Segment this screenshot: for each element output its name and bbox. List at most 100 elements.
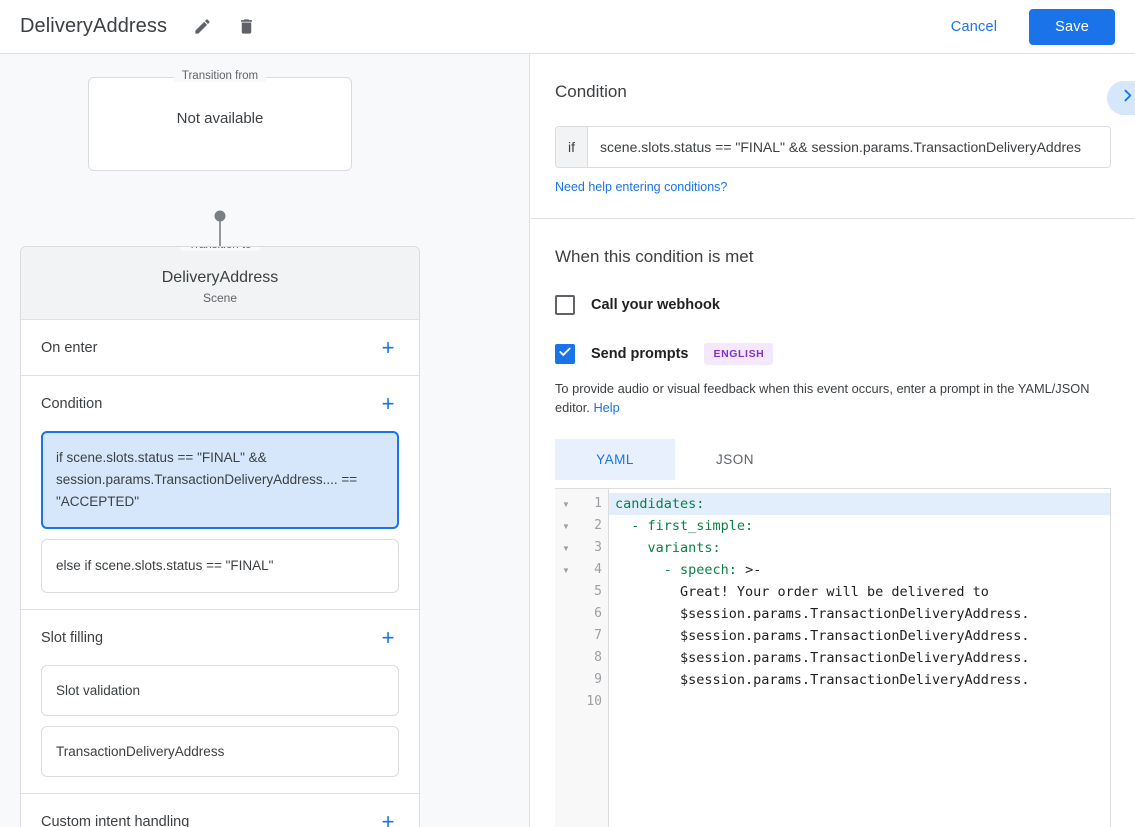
editor-format-tabs: YAML JSON: [555, 439, 1111, 480]
code-line-number: 2: [594, 518, 602, 533]
code-keyword: - first_simple:: [631, 518, 754, 534]
transition-from-legend: Transition from: [173, 70, 267, 82]
code-line-number: 3: [594, 540, 602, 555]
section-custom-intent-handling: Custom intent handling +: [21, 794, 419, 827]
code-line-number: 10: [586, 694, 602, 709]
code-fold-column: ▼ ▼ ▼ ▼: [555, 489, 577, 827]
code-line[interactable]: $session.params.TransactionDeliveryAddre…: [615, 628, 1030, 644]
edit-button[interactable]: [185, 10, 219, 44]
code-fold-spacer: [555, 669, 577, 691]
code-line[interactable]: - speech: >-: [663, 562, 762, 578]
hint-copy: To provide audio or visual feedback when…: [555, 381, 1090, 415]
condition-heading: Condition: [555, 82, 627, 101]
checkmark-icon: [558, 345, 572, 364]
code-line-number: 9: [594, 672, 602, 687]
code-keyword: - speech:: [663, 562, 737, 578]
section-title: On enter: [41, 340, 98, 356]
code-content[interactable]: candidates: - first_simple: variants: - …: [609, 489, 1110, 827]
add-condition-button[interactable]: +: [381, 391, 395, 416]
section-title: Condition: [41, 396, 103, 412]
hint-help-link[interactable]: Help: [593, 400, 620, 415]
add-custom-intent-button[interactable]: +: [381, 809, 395, 827]
section-condition: Condition + if scene.slots.status == "FI…: [21, 376, 419, 610]
tab-yaml[interactable]: YAML: [555, 439, 675, 480]
section-header-slot-filling[interactable]: Slot filling +: [21, 610, 419, 665]
code-line[interactable]: - first_simple:: [609, 515, 1110, 537]
code-fold-spacer: [555, 603, 577, 625]
code-line-number: 5: [594, 584, 602, 599]
tab-json[interactable]: JSON: [715, 452, 754, 467]
code-line-number: 4: [594, 562, 602, 577]
condition-expression-input[interactable]: [588, 127, 1110, 167]
code-keyword: candidates:: [615, 496, 705, 512]
code-fold-toggle-icon[interactable]: ▼: [562, 543, 570, 553]
code-keyword: variants:: [647, 540, 721, 556]
section-title: Slot filling: [41, 630, 104, 646]
chevron-right-icon: [1119, 87, 1135, 109]
code-line[interactable]: candidates:: [609, 493, 1110, 515]
webhook-row: Call your webhook: [555, 295, 1111, 315]
section-header-custom-intent-handling[interactable]: Custom intent handling +: [21, 794, 419, 827]
condition-item-selected[interactable]: if scene.slots.status == "FINAL" && sess…: [41, 431, 399, 529]
cancel-button[interactable]: Cancel: [935, 10, 1013, 44]
slot-list: Slot validation TransactionDeliveryAddre…: [21, 665, 419, 793]
add-on-enter-button[interactable]: +: [381, 335, 395, 360]
scene-name: DeliveryAddress: [161, 269, 279, 286]
delete-button[interactable]: [229, 10, 263, 44]
code-line-number: 6: [594, 606, 602, 621]
transition-from-card: Transition from Not available: [88, 70, 352, 171]
scene-detail-card: Transition to DeliveryAddress Scene On e…: [20, 246, 420, 827]
condition-list: if scene.slots.status == "FINAL" && sess…: [21, 431, 419, 609]
code-fold-spacer: [555, 691, 577, 713]
save-button[interactable]: Save: [1029, 8, 1115, 45]
condition-help-link[interactable]: Need help entering conditions?: [555, 180, 728, 194]
code-line[interactable]: $session.params.TransactionDeliveryAddre…: [615, 672, 1030, 688]
code-line[interactable]: $session.params.TransactionDeliveryAddre…: [615, 606, 1030, 622]
transition-from-value: Not available: [176, 110, 264, 127]
send-prompts-checkbox[interactable]: [555, 344, 575, 364]
code-line-number: 7: [594, 628, 602, 643]
expand-panel-button[interactable]: [1107, 81, 1135, 115]
pencil-icon: [193, 17, 212, 36]
left-panel: Transition from Not available Transition…: [0, 54, 530, 827]
right-panel: Condition if Need help entering conditio…: [531, 54, 1135, 827]
code-fold-spacer: [555, 581, 577, 603]
condition-if-prefix: if: [556, 127, 588, 167]
code-line-number-gutter: 1 2 3 4 5 6 7 8 9 10: [577, 489, 609, 827]
page-title: DeliveryAddress: [20, 15, 168, 37]
when-met-heading: When this condition is met: [555, 247, 754, 266]
slot-item-validation[interactable]: Slot validation: [41, 665, 399, 716]
condition-item[interactable]: else if scene.slots.status == "FINAL": [41, 539, 399, 593]
scene-header: Transition to DeliveryAddress Scene: [21, 247, 419, 320]
slot-item-transaction-delivery-address[interactable]: TransactionDeliveryAddress: [41, 726, 399, 777]
code-line[interactable]: $session.params.TransactionDeliveryAddre…: [615, 650, 1030, 666]
section-slot-filling: Slot filling + Slot validation Transacti…: [21, 610, 419, 794]
language-badge: ENGLISH: [704, 343, 774, 365]
code-line[interactable]: [609, 691, 1110, 713]
section-header-on-enter[interactable]: On enter +: [21, 320, 419, 375]
code-fold-toggle-icon[interactable]: ▼: [562, 521, 570, 531]
send-prompts-row: Send prompts ENGLISH: [555, 343, 1111, 365]
trash-icon: [237, 17, 256, 36]
add-slot-filling-button[interactable]: +: [381, 625, 395, 650]
condition-section: Condition if Need help entering conditio…: [531, 54, 1135, 219]
top-app-bar: DeliveryAddress Cancel Save: [0, 0, 1135, 54]
call-webhook-label: Call your webhook: [591, 297, 720, 313]
section-header-condition[interactable]: Condition +: [21, 376, 419, 431]
yaml-code-editor[interactable]: ▼ ▼ ▼ ▼ 1 2 3 4 5 6 7 8 9 10 candidates: - first_sim…: [555, 488, 1111, 827]
transition-to-legend: Transition to: [180, 247, 260, 251]
call-webhook-checkbox[interactable]: [555, 295, 575, 315]
scene-type: Scene: [202, 291, 238, 305]
code-line[interactable]: Great! Your order will be delivered to: [615, 584, 989, 600]
section-on-enter: On enter +: [21, 320, 419, 376]
code-fold-toggle-icon[interactable]: ▼: [562, 565, 570, 575]
code-line[interactable]: variants:: [609, 537, 1110, 559]
condition-input-row: if: [555, 126, 1111, 168]
section-title: Custom intent handling: [41, 814, 190, 827]
code-fold-toggle-icon[interactable]: ▼: [562, 499, 570, 509]
code-line-number: 8: [594, 650, 602, 665]
code-fold-spacer: [555, 625, 577, 647]
code-line-number: 1: [594, 496, 602, 511]
when-condition-met-section: When this condition is met Call your web…: [531, 219, 1135, 827]
